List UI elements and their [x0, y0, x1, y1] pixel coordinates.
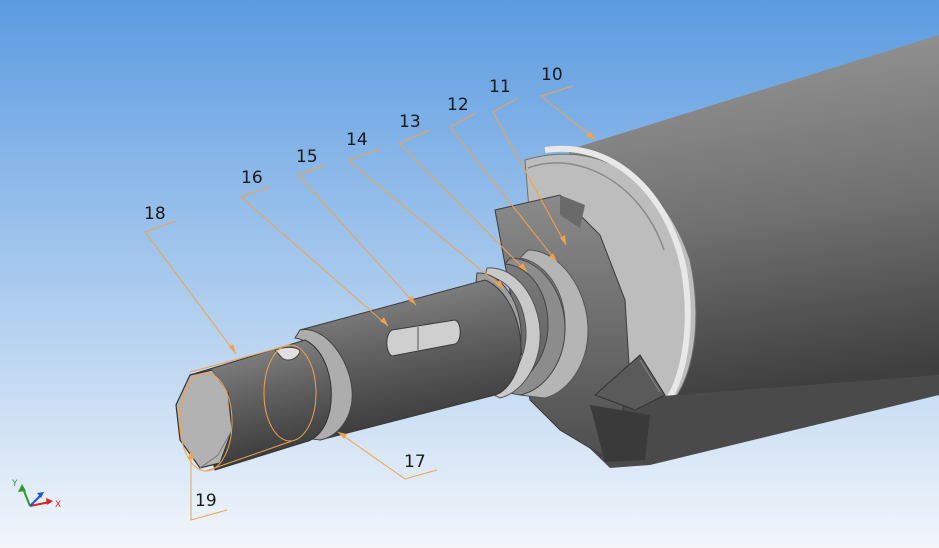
axis-triad: Y X — [11, 479, 61, 510]
callout-17: 17 — [404, 452, 426, 472]
callout-16: 16 — [241, 168, 263, 188]
shaft — [175, 279, 522, 472]
callout-19: 19 — [195, 491, 217, 511]
callout-12: 12 — [447, 95, 469, 115]
callout-labels: 10 11 12 13 14 15 16 17 18 19 — [144, 65, 563, 511]
callout-18: 18 — [144, 204, 166, 224]
leader-arrowheads — [188, 131, 596, 459]
leader-lines — [144, 85, 597, 521]
callout-13: 13 — [399, 112, 421, 132]
callout-10: 10 — [541, 65, 563, 85]
housing — [494, 35, 939, 468]
callout-15: 15 — [296, 147, 318, 167]
callout-14: 14 — [346, 130, 368, 150]
axis-label-x: X — [55, 500, 61, 510]
callout-11: 11 — [489, 77, 511, 97]
axis-label-y: Y — [11, 479, 18, 489]
